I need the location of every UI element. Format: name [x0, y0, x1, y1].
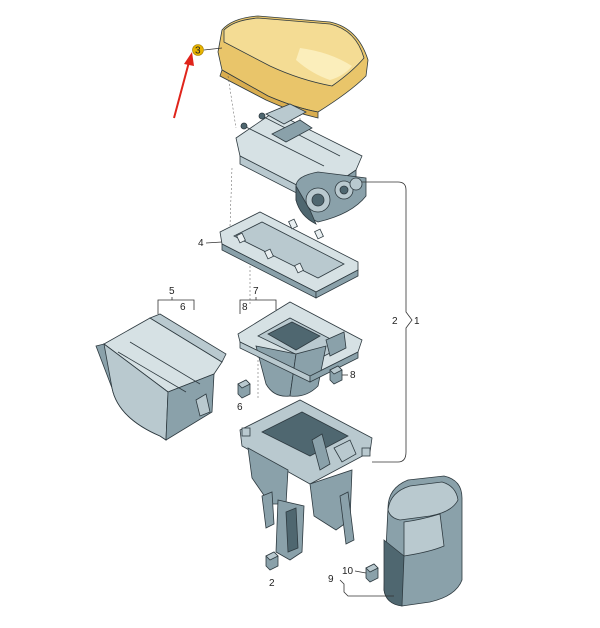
- callout-2-lower: 2: [269, 578, 275, 589]
- leader-line-4: [205, 241, 223, 244]
- callout-9: 9: [328, 574, 334, 585]
- callout-6-upper: 6: [180, 302, 186, 313]
- leader-line-3: [203, 47, 223, 51]
- clip-part-10[interactable]: [365, 563, 379, 583]
- assembly-bracket-1: [362, 181, 413, 463]
- callout-5: 5: [169, 286, 175, 297]
- clip-part-8[interactable]: [329, 365, 343, 385]
- leader-bracket-7: [239, 299, 277, 314]
- hinge-mechanism-part[interactable]: [235, 103, 367, 225]
- side-trim-panel-part[interactable]: [95, 313, 227, 441]
- tray-frame-part[interactable]: [219, 211, 359, 299]
- rear-cover-panel-part[interactable]: [383, 475, 463, 607]
- callout-7: 7: [253, 286, 259, 297]
- callout-8-lower: 8: [350, 370, 356, 381]
- callout-8-upper: 8: [242, 302, 248, 313]
- storage-compartment-part[interactable]: [237, 301, 363, 397]
- clip-part-6[interactable]: [237, 379, 251, 399]
- callout-4: 4: [198, 238, 204, 249]
- callout-1: 1: [414, 316, 420, 327]
- leader-bracket-9: [339, 579, 394, 597]
- clip-part-2[interactable]: [265, 551, 279, 571]
- support-bracket-part[interactable]: [239, 399, 373, 561]
- leader-line-10: [354, 570, 367, 574]
- callout-6-lower: 6: [237, 402, 243, 413]
- leader-bracket-5: [157, 299, 195, 314]
- pointer-arrow: [173, 61, 190, 119]
- callout-3: 3: [195, 46, 201, 57]
- armrest-lid-part[interactable]: [217, 15, 369, 119]
- callout-2-upper: 2: [392, 316, 398, 327]
- callout-10: 10: [342, 566, 354, 577]
- position-marker-3: [192, 44, 204, 56]
- pointer-arrowhead: [184, 52, 194, 66]
